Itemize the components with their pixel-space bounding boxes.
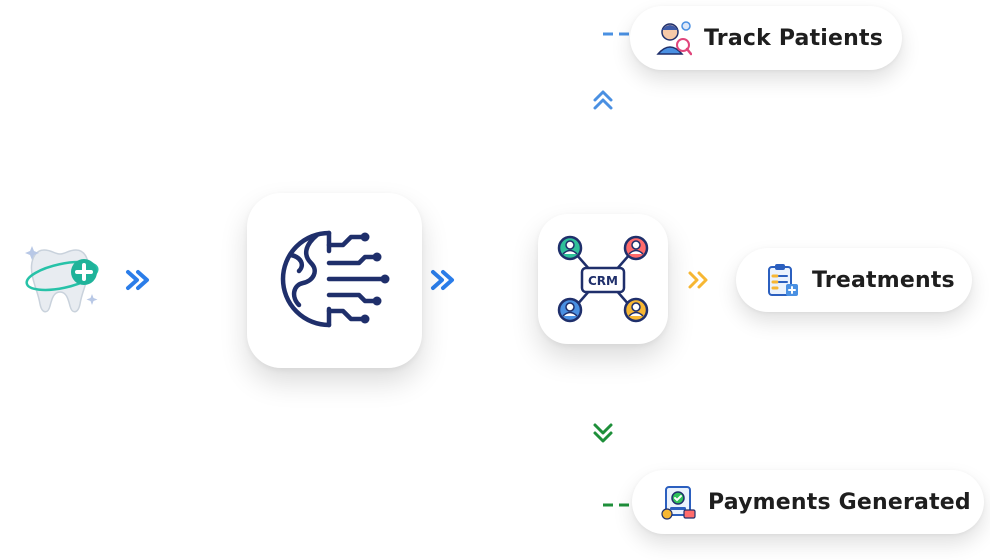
- digital-globe-icon: [280, 230, 390, 328]
- connector-crm-to-treatments: [668, 271, 738, 289]
- crm-network-icon: [557, 235, 649, 323]
- track-patients-label: Track Patients: [704, 25, 884, 51]
- connector-crm-to-track-patients: [593, 32, 632, 215]
- connector-source-to-processor: [126, 270, 233, 290]
- connector-processor-to-crm: [431, 270, 523, 290]
- patient-icon: [656, 21, 692, 56]
- crm-hub-card: CRM: [538, 214, 668, 344]
- treatments-card: Treatments: [736, 248, 972, 312]
- dental-tooth-icon: [22, 240, 106, 320]
- clipboard-icon: [768, 264, 798, 296]
- payment-icon: [661, 486, 696, 520]
- connector-crm-to-payments: [593, 345, 636, 507]
- processor-card: [247, 193, 422, 368]
- payments-generated-card: Payments Generated: [632, 470, 984, 534]
- treatments-label: Treatments: [812, 267, 955, 293]
- crm-label: CRM: [588, 274, 618, 288]
- track-patients-card: Track Patients: [630, 6, 902, 70]
- payments-generated-label: Payments Generated: [708, 489, 971, 515]
